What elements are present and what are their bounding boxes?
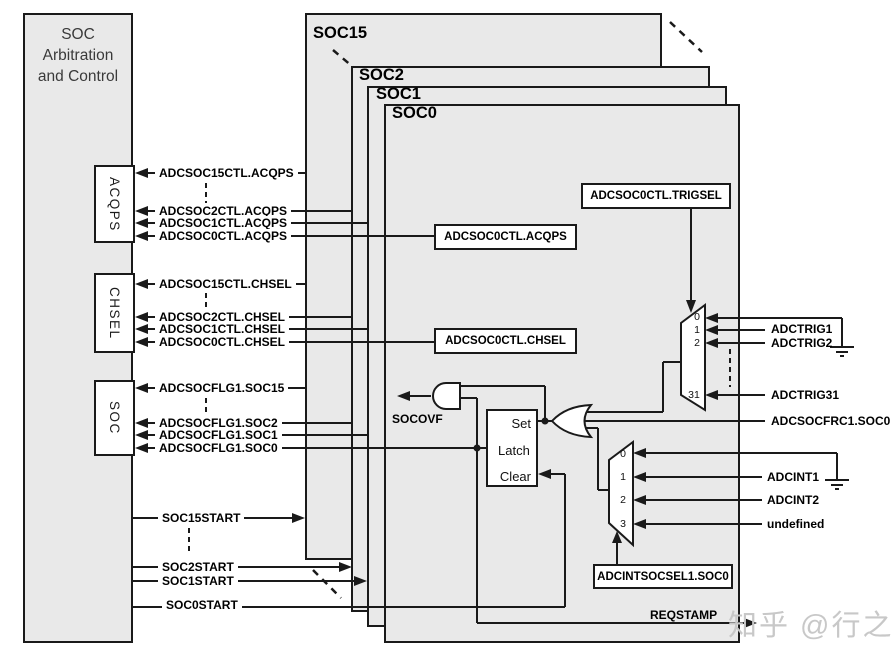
soc-box-label: SOC [107, 401, 122, 435]
soc0-card-title: SOC0 [392, 104, 437, 122]
trigsel-register-box: ADCSOC0CTL.TRIGSEL [581, 183, 731, 209]
soc2-card-title: SOC2 [359, 66, 404, 84]
reqstamp-route [476, 448, 744, 624]
int-input-lines [646, 452, 838, 525]
signal-label-flag-soc2: ADCSOCFLG1.SOC2 [155, 416, 282, 430]
signal-label-soc15start: SOC15START [158, 511, 245, 525]
acqps-box: ACQPS [94, 165, 135, 243]
interrupt-mux [608, 440, 634, 548]
latch-latch-label: Latch [498, 443, 530, 458]
signal-label-soc1-chsel: ADCSOC1CTL.CHSEL [155, 322, 290, 336]
or-gate [550, 403, 594, 439]
signal-label-soc2-chsel: ADCSOC2CTL.CHSEL [155, 310, 290, 324]
signal-label-soc0-acqps: ADCSOC0CTL.ACQPS [155, 229, 292, 243]
signal-label-flag-soc0: ADCSOCFLG1.SOC0 [155, 441, 282, 455]
int-mux-input-0: 0 [620, 448, 626, 460]
and-gate [432, 382, 461, 410]
panel-title-line1: SOC [61, 26, 95, 43]
chsel-register-box: ADCSOC0CTL.CHSEL [434, 328, 577, 354]
signal-label-undefined: undefined [767, 517, 825, 531]
watermark-text: 知乎 @行之 [728, 610, 894, 642]
acqps-box-label: ACQPS [107, 176, 122, 232]
trig-mux-input-2: 2 [694, 337, 700, 349]
set-junction-dot [541, 417, 549, 425]
trig-mux-input-31: 31 [688, 389, 700, 401]
and-gate-wiring [410, 385, 546, 448]
signal-label-soc0-chsel: ADCSOC0CTL.CHSEL [155, 335, 290, 349]
int-ground-icon [825, 479, 849, 490]
signal-label-adctrig1: ADCTRIG1 [771, 322, 833, 336]
reqstamp-label: REQSTAMP [650, 608, 718, 622]
int-mux-input-3: 3 [620, 518, 626, 530]
int-mux-input-2: 2 [620, 494, 626, 506]
signal-label-adcint1: ADCINT1 [767, 470, 820, 484]
signal-label-soc1-acqps: ADCSOC1CTL.ACQPS [155, 216, 292, 230]
flag-junction-dot [473, 444, 481, 452]
chsel-box: CHSEL [94, 273, 135, 353]
signal-label-adctrig2: ADCTRIG2 [771, 336, 833, 350]
trig-mux-input-1: 1 [694, 324, 700, 336]
intsel-register-box: ADCINTSOCSEL1.SOC0 [593, 564, 733, 589]
acqps-register-box: ADCSOC0CTL.ACQPS [434, 224, 577, 250]
soc15-card-title: SOC15 [313, 24, 368, 42]
panel-title-line2: Arbitration [42, 47, 114, 64]
signal-label-flag-soc15: ADCSOCFLG1.SOC15 [155, 381, 289, 395]
soc1-card-title: SOC1 [376, 85, 421, 103]
trig-input-lines [718, 317, 843, 396]
signal-label-soc15-chsel: ADCSOC15CTL.CHSEL [155, 277, 296, 291]
signal-label-flag-soc1: ADCSOCFLG1.SOC1 [155, 428, 282, 442]
signal-label-soc1start: SOC1START [158, 574, 238, 588]
trig-ground-icon [830, 346, 854, 357]
int-mux-input-1: 1 [620, 471, 626, 483]
ellipsis-dashes [188, 21, 731, 599]
signal-label-soc2start: SOC2START [158, 560, 238, 574]
signal-label-soc15-acqps: ADCSOC15CTL.ACQPS [155, 166, 298, 180]
soc-flag-latch: Set Latch Clear [486, 409, 538, 487]
signal-label-adctrig31: ADCTRIG31 [771, 388, 840, 402]
socovf-label: SOCOVF [392, 412, 443, 426]
arrowheads [135, 168, 757, 628]
chsel-box-label: CHSEL [107, 286, 122, 340]
trigger-mux [680, 303, 706, 412]
signal-label-soc0start: SOC0START [162, 598, 242, 612]
signal-label-adcsocfrc: ADCSOCFRC1.SOC0 [771, 414, 891, 428]
latch-clear-label: Clear [499, 469, 531, 484]
clear-route [551, 473, 566, 607]
trig-mux-output [580, 361, 681, 413]
latch-set-label: Set [511, 416, 531, 431]
soc-box: SOC [94, 380, 135, 456]
signal-label-adcint2: ADCINT2 [767, 493, 820, 507]
trig-mux-input-0: 0 [694, 311, 700, 323]
panel-title-line3: and Control [37, 68, 119, 85]
signal-label-soc2-acqps: ADCSOC2CTL.ACQPS [155, 204, 292, 218]
